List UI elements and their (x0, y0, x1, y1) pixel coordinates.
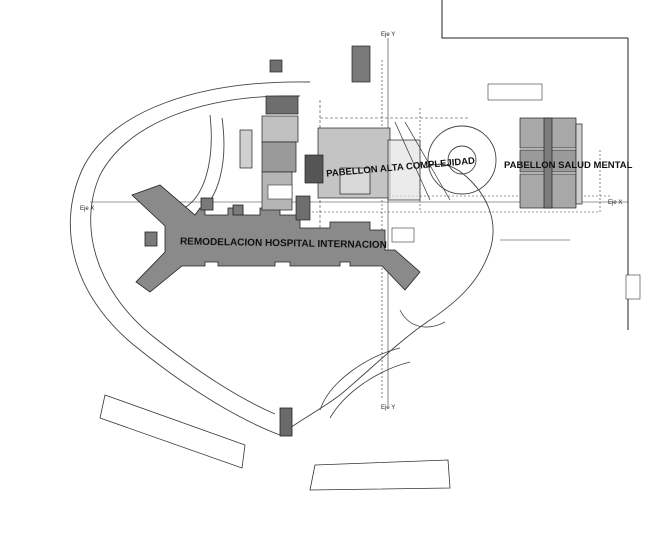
circular-pavilion (427, 125, 497, 195)
central-tower (239, 45, 371, 221)
axis-label-east: Eje X (608, 200, 622, 206)
label-hospital: REMODELACION HOSPITAL INTERNACION (180, 236, 387, 251)
axis-label-south: Eje Y (381, 405, 395, 411)
perimeter-road (69, 81, 494, 436)
axis-label-west: Eje X (80, 206, 94, 212)
hospital-internacion-building (131, 184, 421, 293)
alta-complejidad-building (304, 121, 451, 201)
south-access-road (319, 309, 446, 419)
label-salud-mental: PABELLON SALUD MENTAL (504, 160, 633, 171)
salud-mental-building (519, 117, 583, 209)
south-parking (99, 394, 451, 491)
axis-label-north: Eje Y (381, 32, 395, 38)
note-boxes (267, 83, 641, 300)
